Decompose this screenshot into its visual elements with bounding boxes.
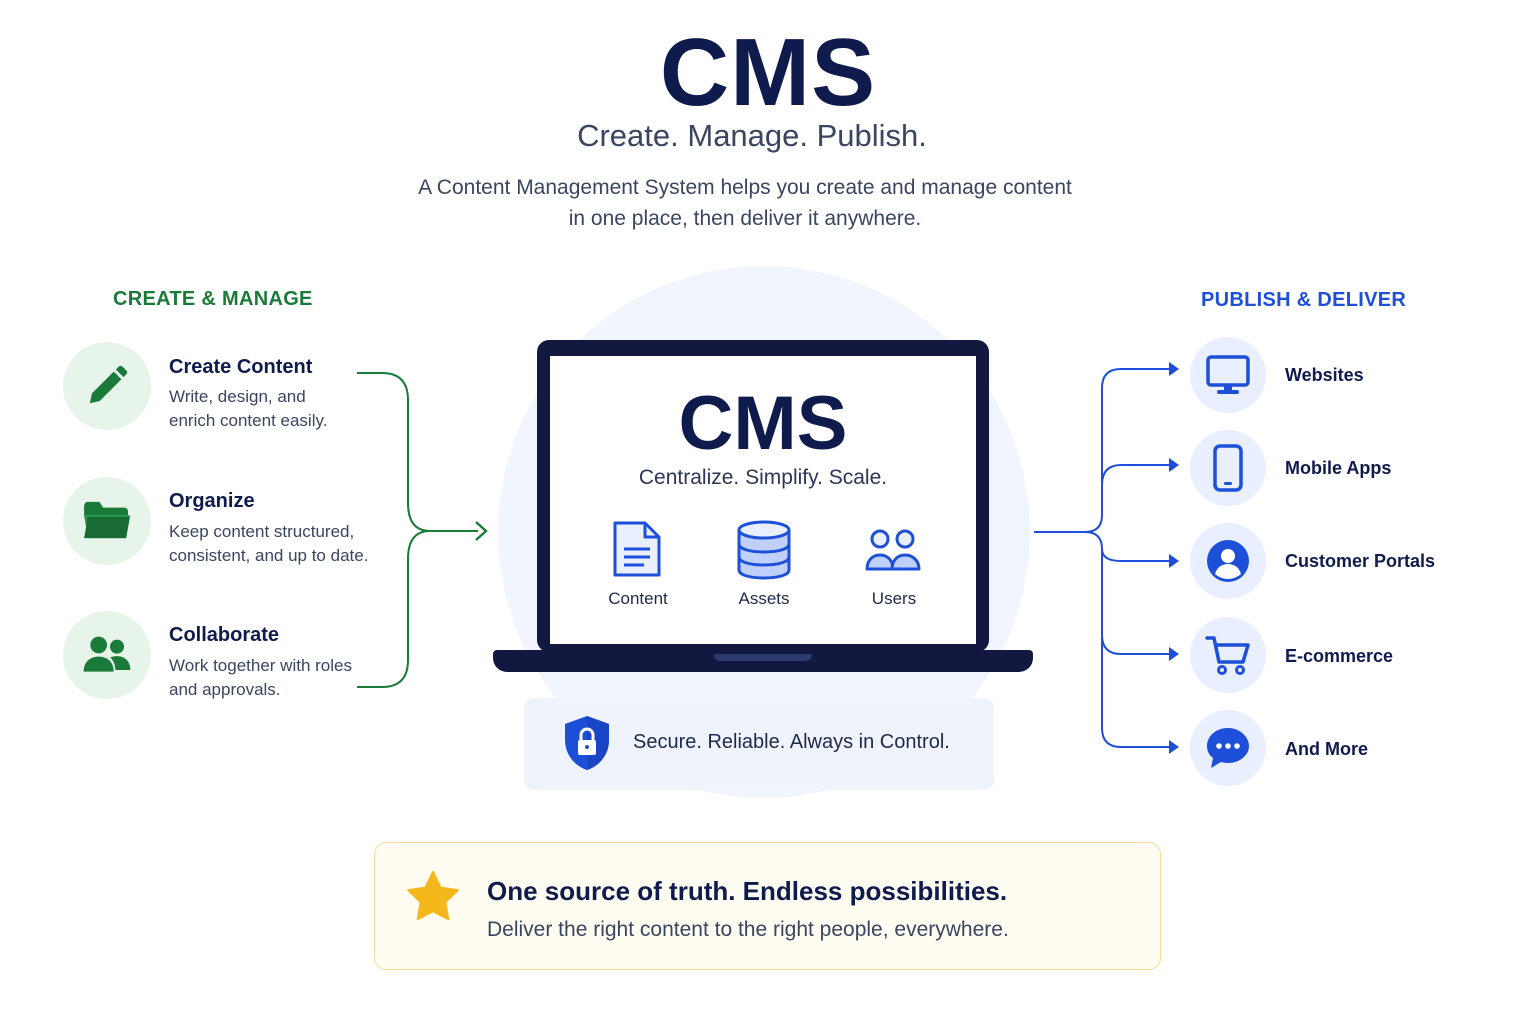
laptop-display	[550, 356, 976, 644]
deliver-label-websites: Websites	[1285, 365, 1364, 385]
page-description: A Content Management System helps you cr…	[370, 172, 1120, 234]
deliver-label-customer-portals: Customer Portals	[1285, 551, 1436, 571]
desc-line: Keep content structured,	[169, 522, 355, 541]
footer-card	[374, 842, 1161, 970]
chat-bubble-icon	[1190, 710, 1266, 786]
desc-line: Work together with roles	[169, 656, 352, 675]
organize-title: Organize	[169, 490, 255, 512]
deliver-label-and-more: And More	[1285, 739, 1368, 759]
deliver-label-ecommerce: E-commerce	[1285, 646, 1394, 666]
users-icon	[864, 528, 924, 577]
collaborate-title: Collaborate	[169, 624, 280, 646]
page-title: CMS	[659, 19, 877, 126]
description-line: in one place, then deliver it anywhere.	[568, 207, 922, 230]
desc-line: consistent, and up to date.	[169, 546, 369, 565]
database-icon	[736, 520, 792, 585]
publish-deliver-heading: PUBLISH & DELIVER	[1201, 289, 1407, 311]
smartphone-icon	[1190, 430, 1266, 506]
document-icon	[612, 520, 662, 583]
deliver-label-mobile-apps: Mobile Apps	[1285, 458, 1392, 478]
description-line: A Content Management System helps you cr…	[418, 176, 1072, 199]
create-content-title: Create Content	[169, 356, 313, 378]
monitor-icon	[1190, 337, 1266, 413]
users-icon	[63, 611, 151, 699]
user-circle-icon	[1190, 523, 1266, 599]
star-icon	[406, 870, 460, 927]
screen-title: CMS	[678, 381, 848, 466]
collaborate-desc: Work together with roles and approvals.	[169, 654, 399, 702]
laptop-notch	[714, 654, 812, 661]
shield-lock-icon	[561, 714, 613, 777]
create-content-desc: Write, design, and enrich content easily…	[169, 385, 399, 433]
create-connector	[357, 372, 488, 688]
laptop-base	[493, 650, 1033, 672]
page-subtitle: Create. Manage. Publish.	[577, 118, 927, 153]
pencil-icon	[63, 342, 151, 430]
desc-line: enrich content easily.	[169, 411, 328, 430]
secure-text: Secure. Reliable. Always in Control.	[633, 731, 950, 753]
organize-desc: Keep content structured, consistent, and…	[169, 520, 409, 568]
create-manage-heading: CREATE & MANAGE	[113, 288, 313, 310]
module-label-users: Users	[871, 589, 917, 608]
folder-icon	[63, 477, 151, 565]
shopping-cart-icon	[1190, 617, 1266, 693]
desc-line: and approvals.	[169, 680, 281, 699]
screen-subtitle: Centralize. Simplify. Scale.	[638, 466, 888, 489]
footer-subtitle: Deliver the right content to the right p…	[487, 918, 1009, 941]
deliver-connector	[1034, 362, 1179, 754]
desc-line: Write, design, and	[169, 387, 306, 406]
footer-title: One source of truth. Endless possibiliti…	[487, 876, 1008, 906]
module-label-content: Content	[608, 589, 668, 608]
module-label-assets: Assets	[738, 589, 790, 608]
